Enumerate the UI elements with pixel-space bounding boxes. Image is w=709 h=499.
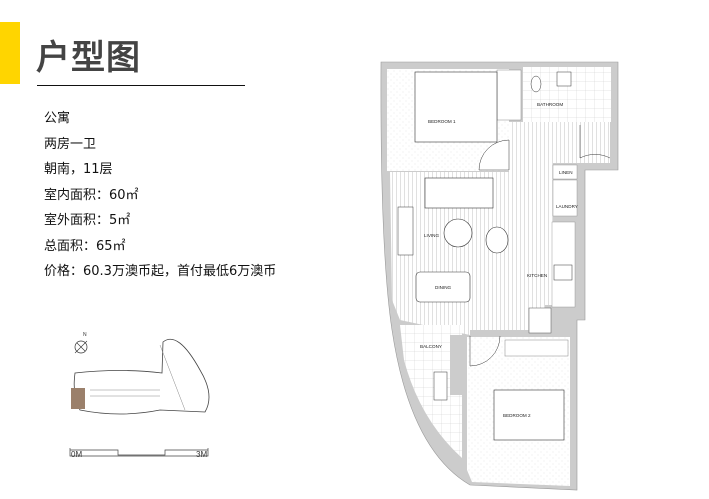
unit-details: 公寓 两房一卫 朝南，11层 室内面积：60㎡ 室外面积：5㎡ 总面积：65㎡ …: [44, 106, 276, 285]
sofa: [424, 177, 494, 209]
tv-unit: [397, 206, 414, 256]
detail-indoor-area: 室内面积：60㎡: [44, 187, 139, 203]
wardrobe: [496, 69, 522, 121]
label-bedroom-1: BEDROOM 1: [428, 119, 456, 124]
detail-rooms: 两房一卫: [44, 136, 97, 152]
label-balcony: BALCONY: [420, 344, 442, 349]
kitchen-bench: [551, 221, 576, 308]
north-label: N: [83, 332, 87, 338]
building-outline: [73, 338, 210, 415]
detail-orientation: 朝南，11层: [44, 162, 113, 177]
label-living: LIVING: [424, 233, 439, 238]
scale-bar: [69, 448, 209, 457]
title-divider: [37, 85, 245, 86]
toilet: [530, 75, 542, 93]
door-bedroom-1: [478, 139, 510, 171]
room-balcony: [400, 325, 462, 458]
balcony-table: [433, 371, 448, 401]
scale-start: 0M: [71, 450, 82, 459]
label-kitchen: KITCHEN: [527, 273, 547, 278]
detail-price: 价格：60.3万澳币起，首付最低6万澳币: [44, 264, 277, 279]
page-title: 户型图: [36, 38, 141, 78]
label-dining: DINING: [435, 285, 452, 290]
armchair: [485, 226, 509, 254]
detail-type: 公寓: [44, 111, 71, 126]
bed-1: [414, 71, 498, 143]
key-plan: N 0M 3M: [69, 332, 210, 459]
wardrobe-2: [504, 339, 569, 357]
detail-outdoor-area: 室外面积：5㎡: [44, 213, 131, 228]
label-laundry: LAUNDRY: [556, 204, 578, 209]
fridge: [528, 307, 552, 334]
coffee-table: [443, 218, 473, 248]
label-linen: LINEN: [559, 170, 573, 175]
door-bedroom-2: [469, 335, 501, 367]
scale-end: 3M: [196, 450, 207, 459]
accent-bar: [0, 22, 20, 84]
stove: [553, 264, 573, 281]
label-bedroom-2: BEDROOM 2: [503, 413, 531, 418]
compass-icon: [74, 340, 88, 354]
basin: [556, 71, 572, 87]
unit-highlight: [71, 388, 85, 409]
bed-2: [493, 389, 565, 441]
laundry: [552, 179, 578, 217]
detail-total-area: 总面积：65㎡: [44, 238, 126, 254]
balcony-wall: [450, 335, 462, 395]
door-entry: [579, 125, 611, 159]
dining-table: [415, 271, 471, 303]
label-bathroom: BATHROOM: [537, 102, 563, 107]
linen: [552, 164, 578, 180]
